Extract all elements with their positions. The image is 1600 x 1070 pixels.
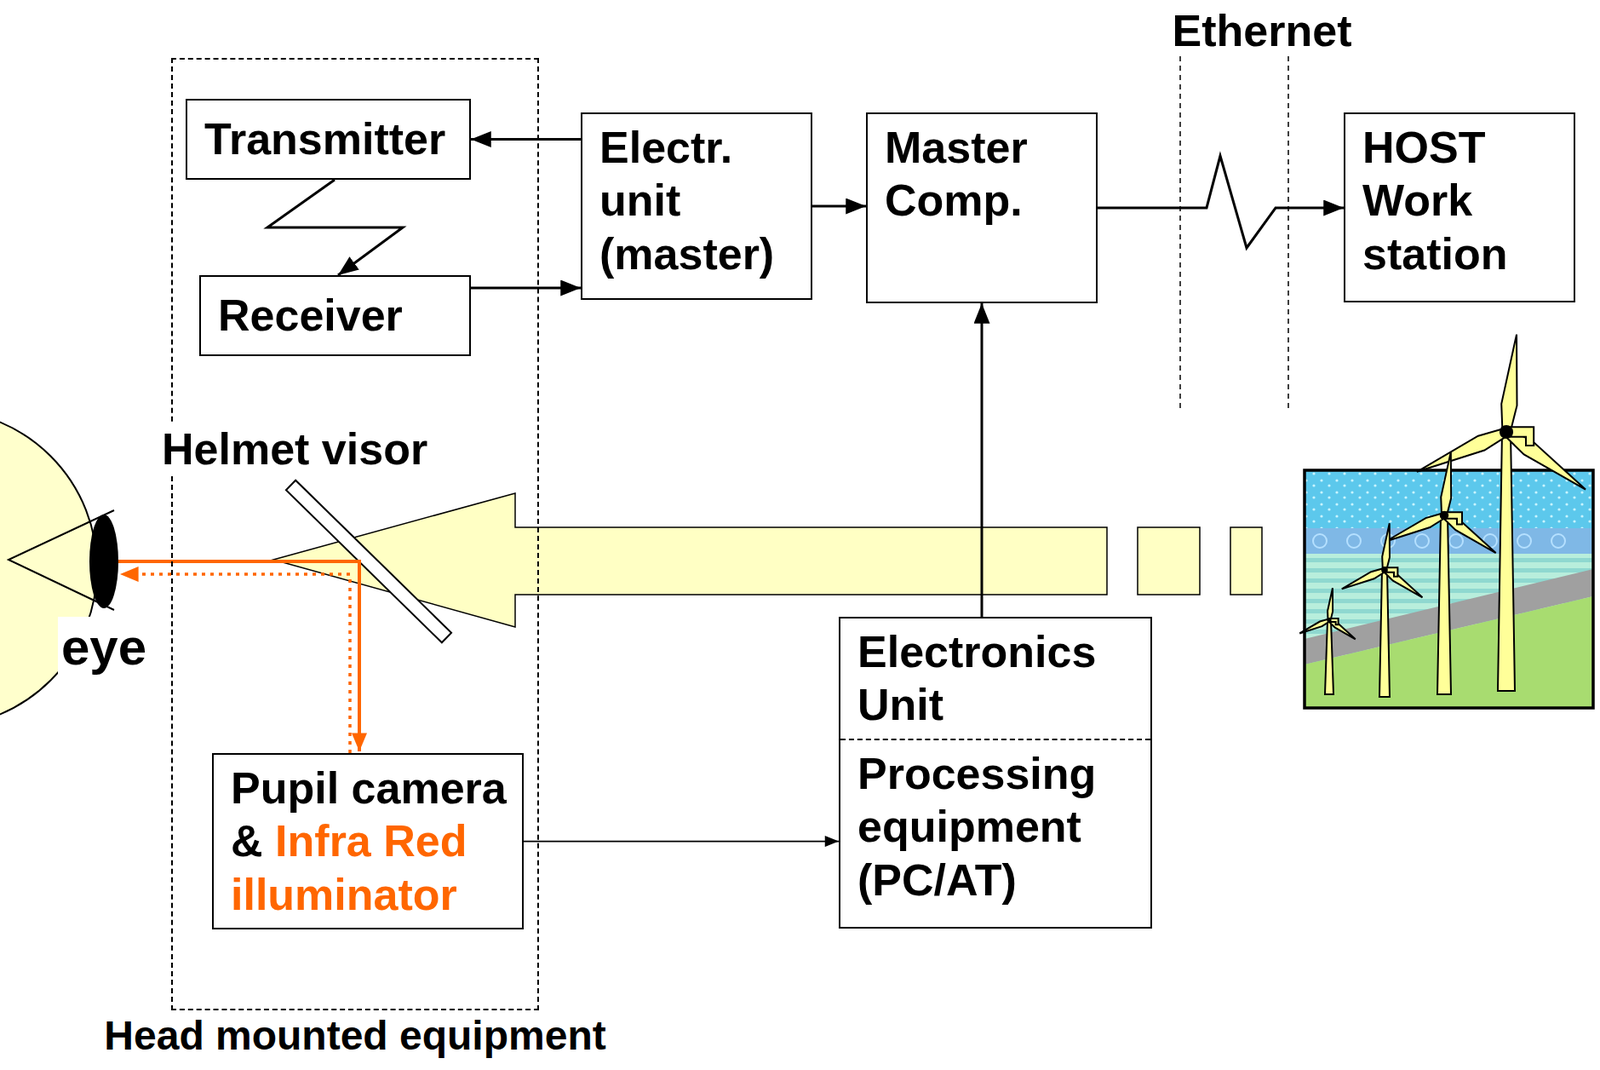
cloud-swirl bbox=[1517, 533, 1532, 548]
turbine-rotor bbox=[1298, 587, 1357, 642]
cloud-swirl bbox=[1347, 533, 1361, 548]
eyeball bbox=[0, 409, 98, 727]
connector-arrow bbox=[523, 840, 839, 843]
node-text: HOST Work station bbox=[1362, 120, 1567, 281]
connector-arrow bbox=[470, 137, 581, 141]
process-box: Electronics UnitProcessing equipment (PC… bbox=[838, 616, 1153, 929]
connector-arrow bbox=[812, 205, 866, 208]
view-arrow-dash bbox=[1230, 527, 1262, 595]
pupil bbox=[89, 514, 119, 608]
process-box: Master Comp. bbox=[865, 112, 1098, 304]
turbine-tower bbox=[1437, 515, 1451, 694]
node-text: Electronics Unit bbox=[840, 618, 1151, 739]
cloud-swirl bbox=[1449, 533, 1463, 548]
turbine-tower bbox=[1497, 431, 1515, 691]
network-label: Ethernet bbox=[1172, 4, 1353, 58]
turbine-tower bbox=[1379, 569, 1390, 697]
cloud-swirl bbox=[1551, 533, 1566, 548]
group-label: Head mounted equipment bbox=[103, 1013, 606, 1059]
turbine-tower bbox=[1324, 619, 1334, 694]
connector-arrow bbox=[267, 179, 403, 276]
cloud-swirl bbox=[1415, 533, 1429, 548]
ethernet-boundary bbox=[1180, 56, 1289, 408]
part-label: Helmet visor bbox=[158, 422, 431, 476]
node-text: Processing equipment (PC/AT) bbox=[840, 738, 1151, 913]
cloud-swirl bbox=[1313, 533, 1327, 548]
process-box: Receiver bbox=[199, 275, 471, 356]
process-box: HOST Work station bbox=[1343, 112, 1576, 303]
connector-arrow bbox=[980, 303, 984, 617]
ir-illumination-ray bbox=[120, 573, 350, 753]
node-text: Transmitter bbox=[204, 112, 463, 166]
process-box: Transmitter bbox=[185, 98, 471, 180]
turbine-rotor bbox=[1413, 333, 1590, 496]
part-label: eye bbox=[57, 616, 150, 678]
process-box: Pupil camera &Infra Red illuminator bbox=[212, 752, 524, 930]
node-text: Infra Red illuminator bbox=[230, 815, 467, 918]
group-box: Head mounted equipmentTransmitterReceive… bbox=[171, 57, 540, 1010]
view-arrow-dash bbox=[1137, 527, 1200, 595]
ir-reflection-ray bbox=[118, 561, 360, 752]
node-text: Electr. unit (master) bbox=[599, 120, 804, 281]
turbine-rotor bbox=[1383, 451, 1499, 557]
node-text: Master Comp. bbox=[884, 120, 1090, 228]
node-text: Receiver bbox=[217, 288, 463, 342]
connector-arrow bbox=[1097, 155, 1344, 248]
turbine-rotor bbox=[1340, 522, 1425, 601]
connector-arrow bbox=[470, 286, 581, 290]
process-box: Electr. unit (master) bbox=[580, 112, 813, 300]
